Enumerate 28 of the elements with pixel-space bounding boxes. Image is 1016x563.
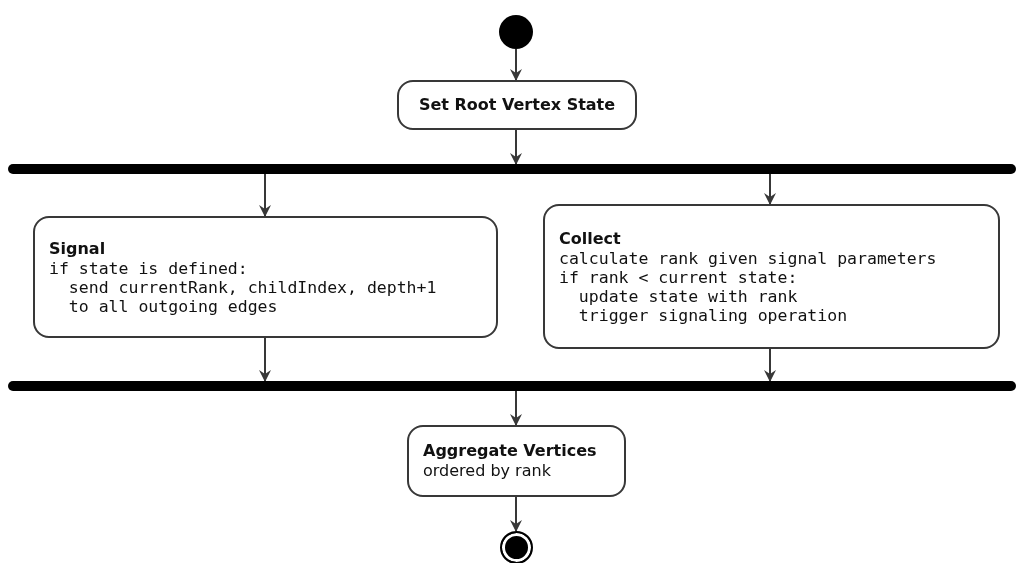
start-node — [499, 15, 533, 49]
code-line: if state is defined: — [49, 258, 249, 278]
action-title: Set Root Vertex State — [417, 95, 617, 115]
arrow — [510, 390, 522, 426]
action-description: ordered by rank — [423, 461, 552, 481]
action-title: Signal — [49, 238, 107, 259]
end-node — [500, 531, 533, 563]
arrow — [510, 496, 522, 532]
action-box — [33, 216, 498, 338]
code-line: trigger signaling operation — [577, 305, 849, 325]
arrow — [259, 337, 271, 382]
action-box — [397, 80, 637, 130]
code-line: if rank < current state: — [559, 267, 799, 287]
code-line: calculate rank given signal parameters — [559, 248, 938, 268]
arrow — [764, 348, 776, 382]
code-line: to all outgoing edges — [67, 296, 279, 316]
arrow — [510, 129, 522, 165]
fork-bar — [8, 164, 1016, 174]
action-title: Aggregate Vertices — [423, 441, 598, 461]
code-line: send currentRank, childIndex, depth+1 — [67, 277, 438, 297]
action-box — [543, 204, 1000, 349]
action-title: Collect — [559, 228, 622, 249]
action-box — [407, 425, 626, 497]
arrow — [510, 48, 522, 81]
arrow — [259, 173, 271, 217]
fork-bar — [8, 381, 1016, 391]
code-line: update state with rank — [577, 286, 799, 306]
arrow — [764, 173, 776, 205]
